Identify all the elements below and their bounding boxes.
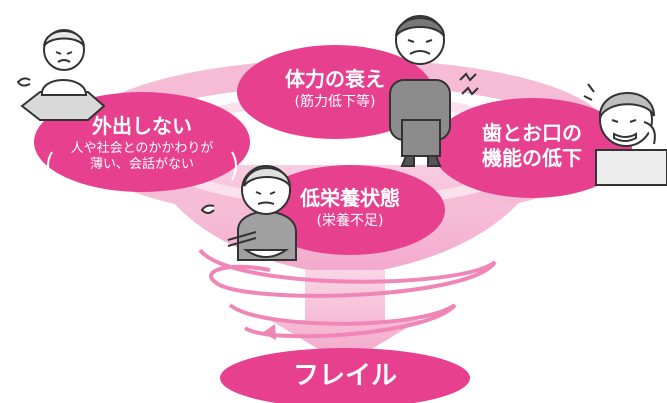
spiral-2: [209, 260, 497, 298]
nutrition-title: 低栄養状態: [300, 186, 400, 210]
frailty-title: フレイル: [292, 361, 397, 391]
nutrition-subtitle: (栄養不足): [316, 213, 384, 229]
label-nutrition: 低栄養状態 (栄養不足): [275, 186, 425, 230]
social-subtitle-line2: 薄い、会話がない: [89, 156, 194, 172]
label-frailty: フレイル: [245, 361, 445, 392]
elderly-woman-sitting-icon: [16, 29, 106, 121]
oval-nutrition: [255, 165, 445, 255]
physical-title: 体力の衰え: [285, 67, 385, 91]
physical-subtitle: (筋力低下等): [294, 94, 376, 110]
oral-title-line1: 歯とお口の: [482, 121, 582, 145]
oval-oral: [432, 98, 632, 198]
oval-physical: [237, 45, 433, 139]
label-social: 外出しない 人や社会とのかかわりが 薄い、会話がない: [52, 115, 232, 173]
bracket-right: [231, 151, 237, 181]
bracket-left: [47, 151, 53, 181]
label-physical: 体力の衰え (筋力低下等): [255, 67, 415, 111]
spiral-1: [198, 248, 497, 284]
social-title: 外出しない: [92, 114, 192, 138]
social-subtitle-line1: 人や社会とのかかわりが: [70, 141, 214, 156]
spiral-4: [243, 303, 457, 339]
spiral-arrowhead: [262, 324, 276, 340]
elderly-man-stressed-icon: [389, 15, 479, 167]
elderly-woman-toothache-icon: [583, 83, 667, 186]
elderly-man-eating-icon: [200, 165, 297, 261]
label-oral: 歯とお口の 機能の低下: [457, 122, 607, 170]
spiral-3: [228, 303, 457, 326]
oral-title-line2: 機能の低下: [482, 146, 582, 170]
oval-frailty: [220, 348, 470, 403]
